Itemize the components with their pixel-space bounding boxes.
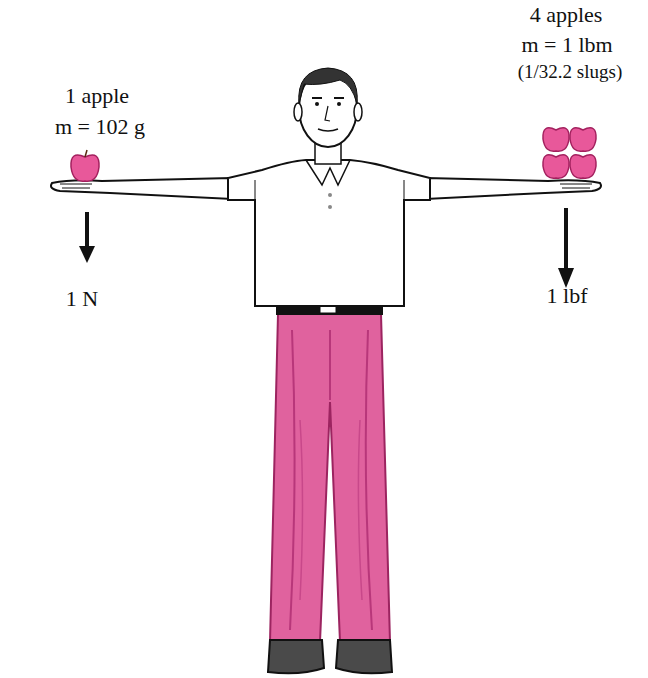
force-arrow: [558, 208, 574, 288]
apple: [71, 150, 99, 181]
mass-label: (1/32.2 slugs): [518, 62, 623, 83]
force-label: 1 N: [66, 287, 98, 311]
object-label: 4 apples: [530, 3, 603, 27]
mass-label: m = 1 lbm: [521, 33, 612, 57]
object-label: 1 apple: [65, 84, 129, 108]
force-label: 1 lbf: [547, 284, 588, 308]
apple-stack: [543, 128, 596, 178]
force-arrow: [79, 212, 95, 263]
mass-label: m = 102 g: [55, 115, 145, 139]
